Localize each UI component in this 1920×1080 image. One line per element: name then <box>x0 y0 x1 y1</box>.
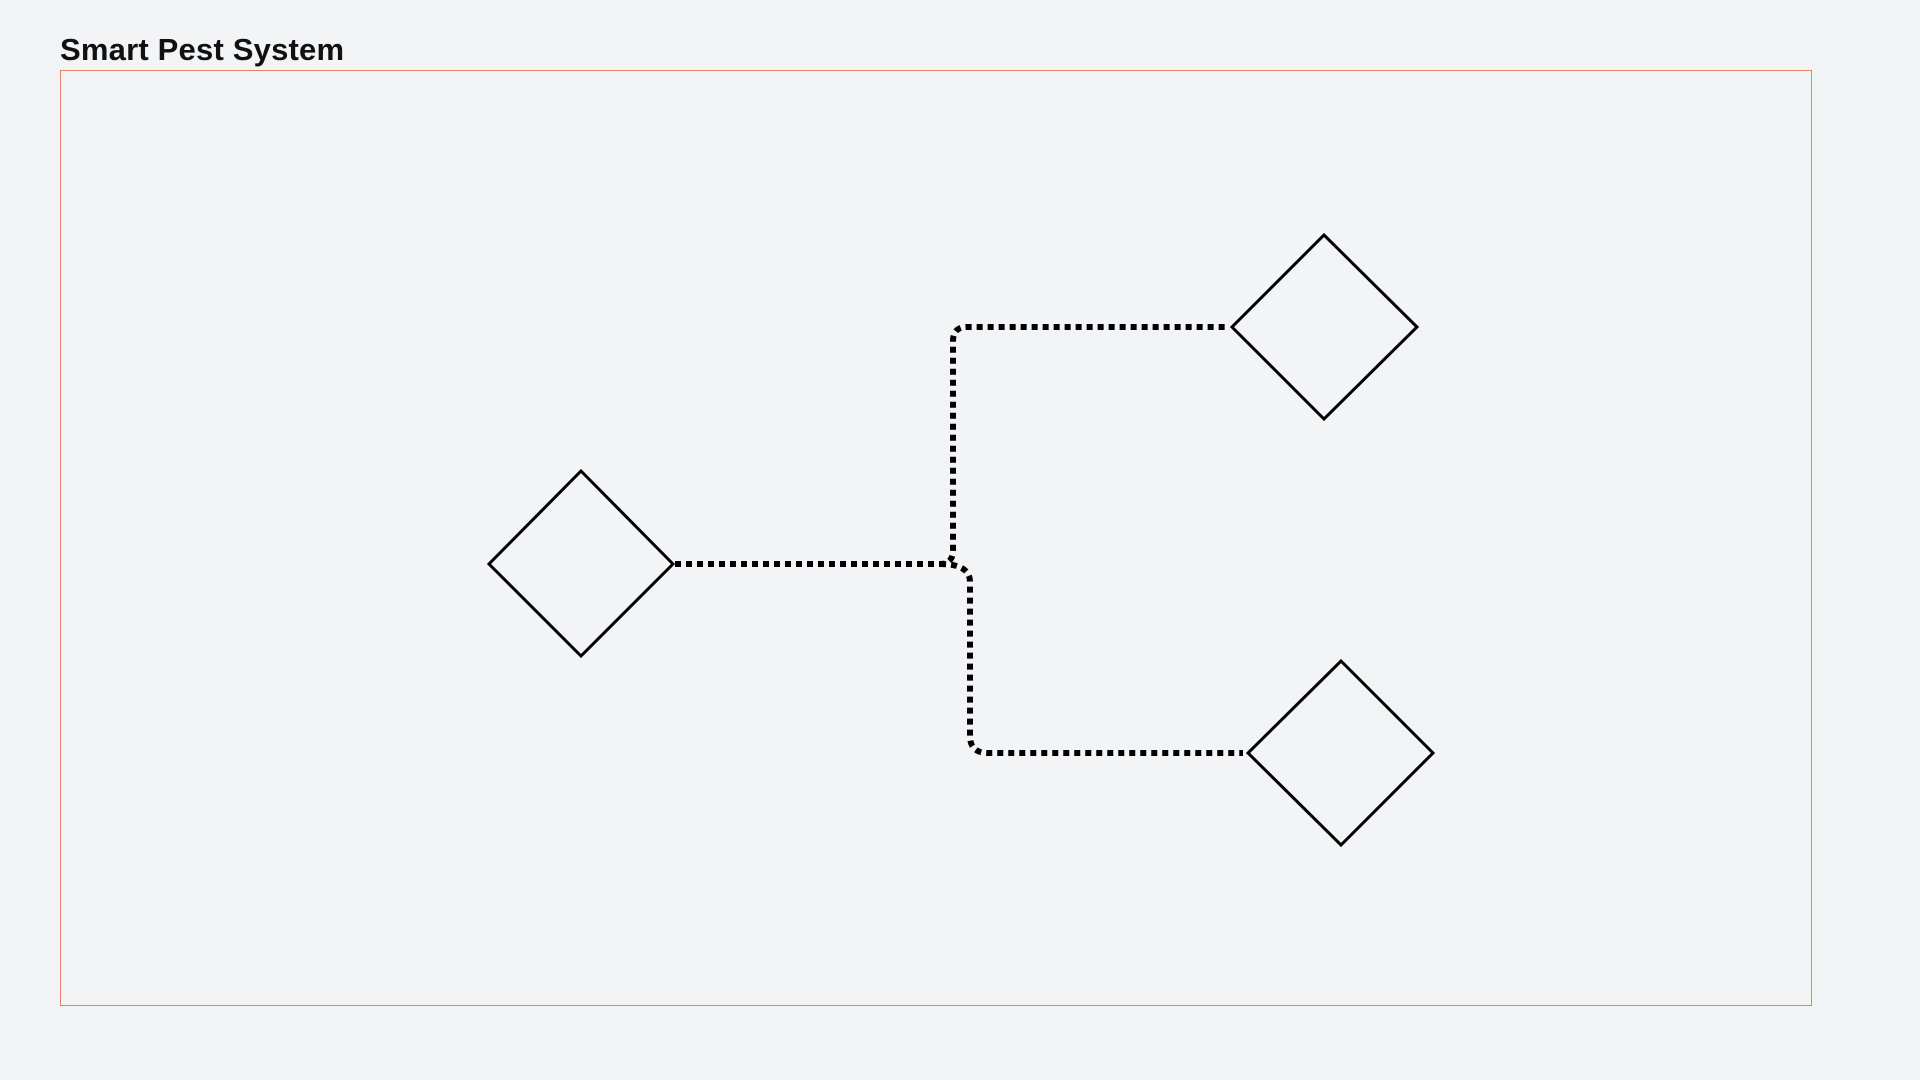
diagram-canvas-frame <box>60 70 1812 1006</box>
edge-root-to-branch-top <box>675 324 1225 567</box>
edge-root-to-branch-bottom <box>939 561 1243 756</box>
page-title: Smart Pest System <box>60 32 345 67</box>
node-root[interactable] <box>486 468 676 659</box>
node-branch-bottom[interactable] <box>1245 658 1436 848</box>
node-branch-top[interactable] <box>1229 232 1420 422</box>
